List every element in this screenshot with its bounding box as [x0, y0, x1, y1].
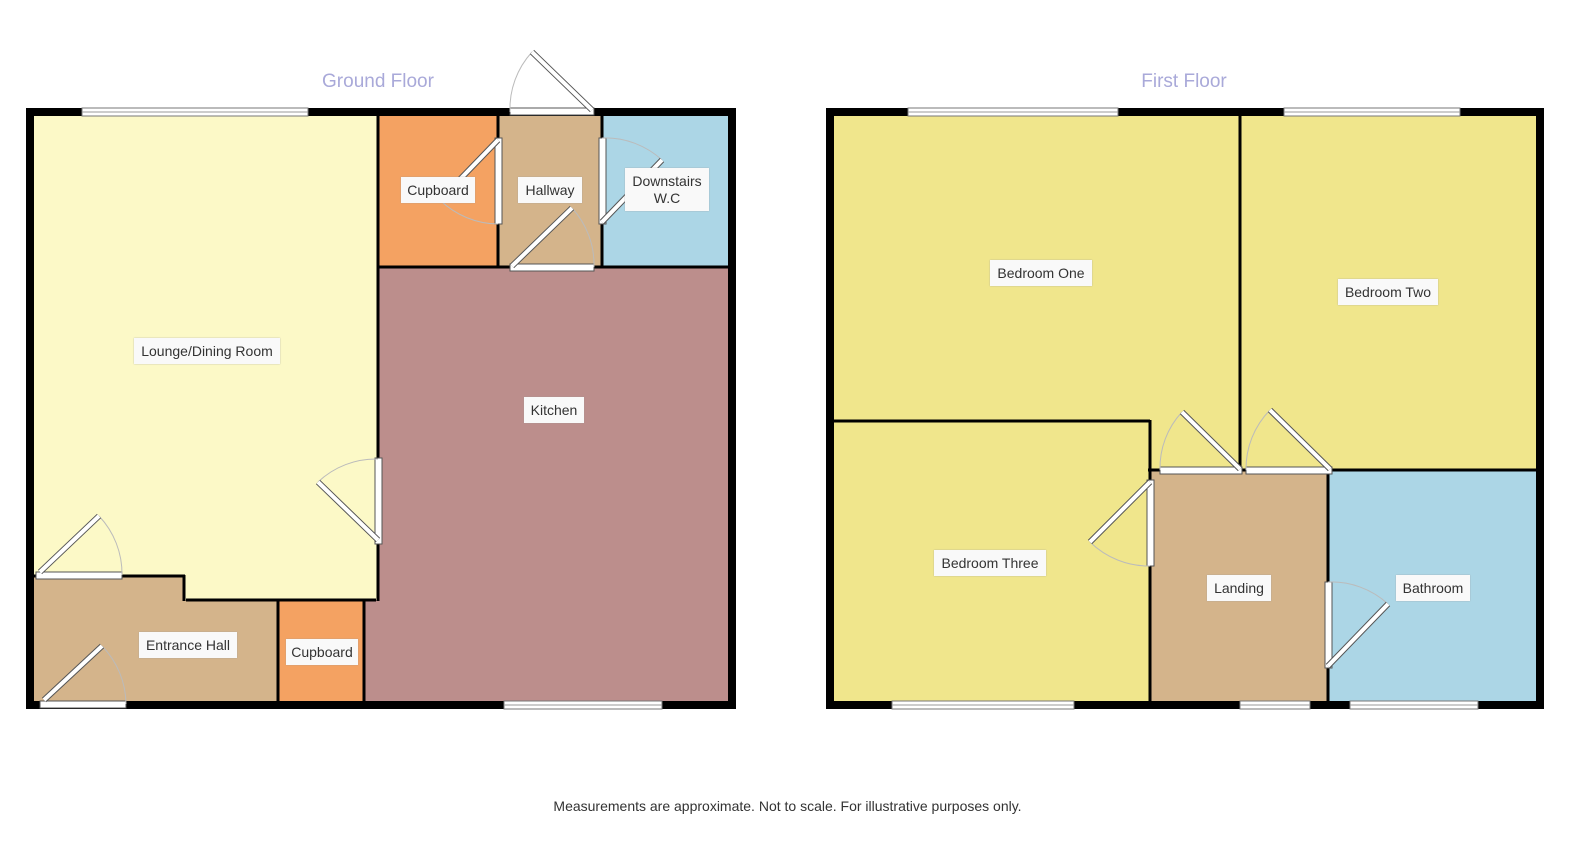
- label-wc-line1: Downstairs: [632, 173, 701, 189]
- first-outer-wall: [826, 108, 1544, 709]
- label-kitchen: Kitchen: [531, 402, 578, 418]
- label-bedroom-one: Bedroom One: [997, 265, 1084, 281]
- label-wc-line2: W.C: [654, 190, 680, 206]
- ground-doors: [35, 49, 665, 709]
- label-bathroom: Bathroom: [1403, 580, 1464, 596]
- bedroom-one-room: [834, 116, 1240, 470]
- ground-labels: Lounge/Dining Room Entrance Hall Cupboar…: [134, 168, 709, 665]
- ground-floor: Ground Floor: [26, 49, 736, 710]
- first-labels: Bedroom One Bedroom Two Bedroom Three La…: [934, 260, 1470, 601]
- ground-windows: [81, 107, 663, 710]
- label-bedroom-three: Bedroom Three: [941, 555, 1038, 571]
- first-floor-title: First Floor: [1141, 71, 1227, 92]
- label-hallway: Hallway: [525, 182, 574, 198]
- first-windows: [891, 107, 1479, 710]
- label-landing: Landing: [1214, 580, 1264, 596]
- label-bedroom-two: Bedroom Two: [1345, 284, 1431, 300]
- ground-floor-title: Ground Floor: [322, 71, 435, 92]
- ground-outer-wall: [26, 108, 736, 709]
- kitchen-room: [364, 267, 728, 701]
- first-doors: [1087, 407, 1391, 669]
- label-lounge: Lounge/Dining Room: [141, 343, 273, 359]
- label-cupboard-bottom: Cupboard: [291, 644, 353, 660]
- label-entrance-hall: Entrance Hall: [146, 637, 230, 653]
- label-cupboard-top: Cupboard: [407, 182, 469, 198]
- disclaimer-text: Measurements are approximate. Not to sca…: [553, 798, 1022, 814]
- first-floor: First Floor: [826, 71, 1544, 710]
